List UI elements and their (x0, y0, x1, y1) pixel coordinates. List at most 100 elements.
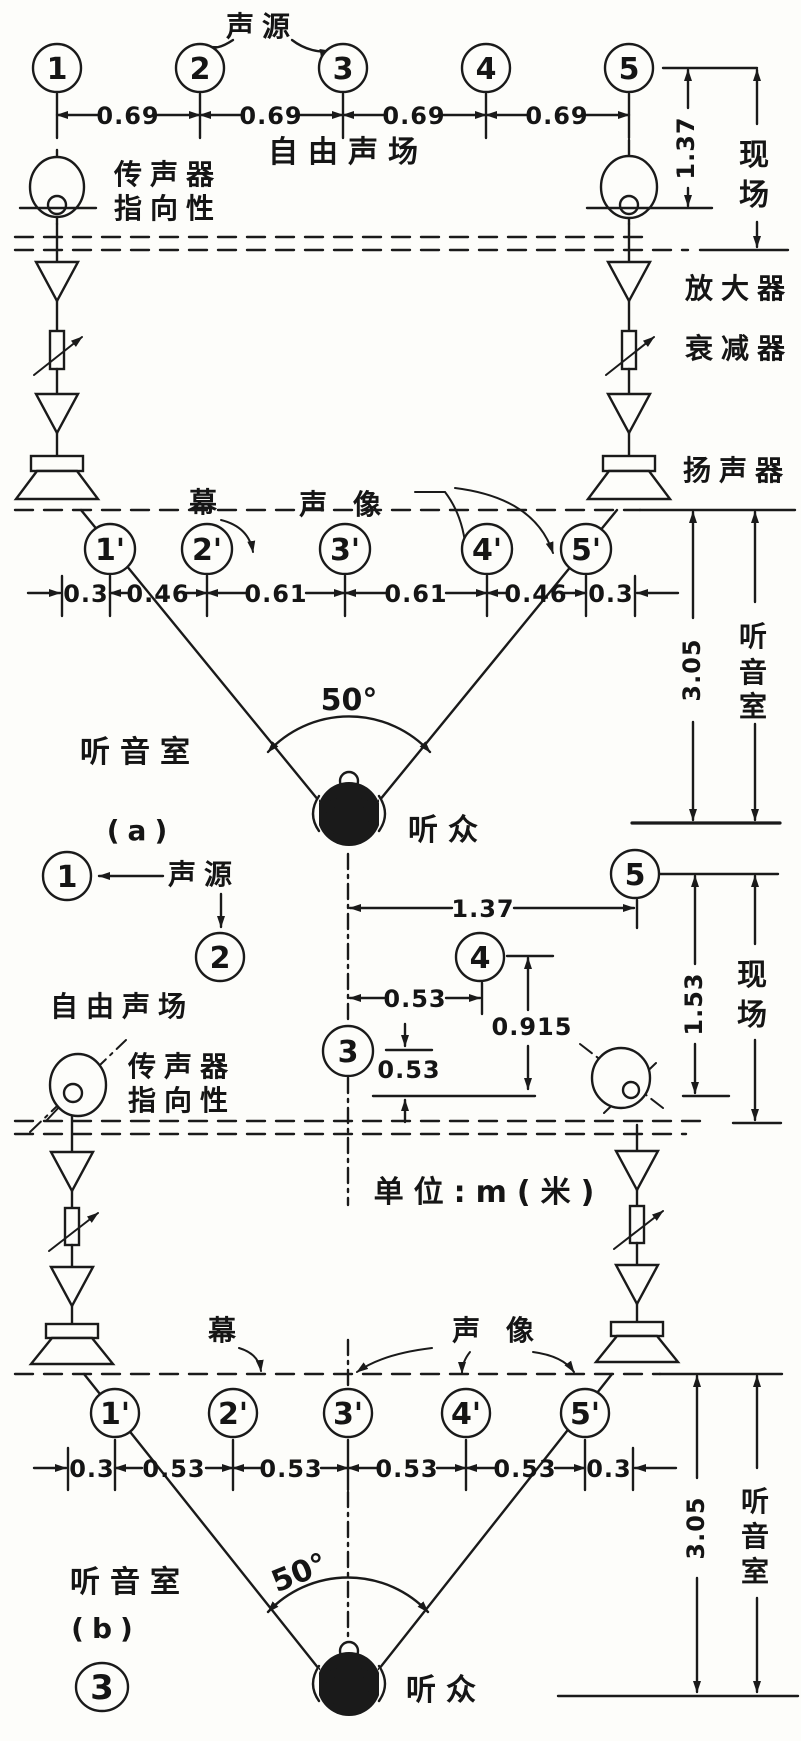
b-height-dimension: 1.53 (680, 874, 731, 1098)
b-chain-left (28, 1114, 116, 1366)
a-image-dimension: 0.3 0.46 0.61 0.61 0.46 0.3 (26, 574, 680, 618)
b-room-label: 听音室 (70, 1565, 190, 1600)
b-room-v-1: 听 (741, 1485, 777, 1518)
a-image-2: 2' (192, 533, 222, 568)
amplifier-icon (33, 260, 81, 304)
b-img-gap-5: 0.53 (493, 1455, 556, 1483)
amplifier-icon (605, 392, 653, 436)
b-image-label: 声 像 (452, 1314, 542, 1347)
amplifier-icon (613, 1263, 661, 1307)
b-width-dimension: 1.37 (348, 895, 639, 930)
b-image-pointer-3 (532, 1351, 575, 1373)
a-room-label: 听音室 (80, 735, 200, 770)
a-source-label: 声源 (226, 10, 298, 43)
b-img-gap-1: 0.3 (69, 1455, 115, 1483)
b-image-5: 5' (570, 1397, 600, 1432)
b-venue-marker: 现 场 (731, 874, 783, 1125)
a-mic-label-1: 传声器 (113, 158, 222, 191)
amplifier-icon (48, 1265, 96, 1309)
b-source-5: 5 (625, 858, 646, 893)
b-depth-dimension: 3.05 (682, 1374, 710, 1694)
loudspeaker-icon (28, 1322, 116, 1366)
b-tag: (b) (71, 1612, 141, 1645)
b-screen-label: 幕 (207, 1314, 244, 1347)
b-height: 1.53 (680, 972, 708, 1035)
b-source-3: 3 (338, 1035, 359, 1070)
b-room-v-2: 音 (741, 1520, 777, 1553)
b-room-marker: 听 音 室 (741, 1374, 777, 1694)
part-a: 声源 0.69 0.69 0.69 0.69 (13, 10, 797, 848)
a-venue-marker: 现 场 (698, 68, 790, 252)
a-source-2: 2 (190, 52, 211, 87)
b-source-circles: 1 2 3 4 5 (41, 848, 661, 1078)
a-img-gap-6: 0.3 (588, 580, 634, 608)
a-amp-label: 放大器 (684, 272, 793, 305)
a-room-v-2: 音 (739, 656, 775, 689)
a-source-3: 3 (333, 52, 354, 87)
a-mic-height: 1.37 (672, 116, 700, 179)
a-room-marker: 听 音 室 (739, 510, 775, 822)
b-source-2: 2 (210, 941, 231, 976)
a-depth: 3.05 (678, 638, 706, 701)
unit-note: 单位:m(米) (374, 1175, 605, 1210)
a-image-5: 5' (571, 533, 601, 568)
b-img-gap-2: 0.53 (142, 1455, 205, 1483)
a-image-3: 3' (330, 533, 360, 568)
a-image-circles: 1' 2' 3' 4' 5' (83, 522, 613, 576)
a-source-circles: 1 2 3 4 5 (31, 42, 655, 94)
a-gap-4: 0.69 (525, 102, 588, 130)
amplifier-icon (613, 1149, 661, 1193)
b-image-dimension: 0.3 0.53 0.53 0.53 0.53 0.3 (32, 1438, 678, 1492)
a-source-4: 4 (476, 52, 497, 87)
a-microphone-right (585, 138, 714, 226)
b-source-label: 声源 (168, 858, 240, 891)
b-dy: 0.915 (492, 1013, 573, 1041)
b-img-gap-3: 0.53 (259, 1455, 322, 1483)
a-free-field-label: 自由声场 (268, 135, 428, 170)
b-mic-label-1: 传声器 (127, 1050, 236, 1083)
b-image-circles: 1' 2' 3' 4' 5' (89, 1387, 611, 1439)
a-speaker-label: 扬声器 (683, 454, 791, 487)
a-img-gap-3: 0.61 (244, 580, 307, 608)
b-dz: 0.53 (377, 1056, 440, 1084)
b-image-1: 1' (100, 1397, 130, 1432)
b-source-1: 1 (57, 860, 78, 895)
b-image-pointer-2 (458, 1351, 471, 1374)
b-angle-arc (266, 1576, 430, 1614)
loudspeaker-icon (585, 454, 673, 501)
figure-number: 3 (90, 1668, 114, 1708)
b-free-field-label: 自由声场 (50, 990, 194, 1023)
amplifier-icon (48, 1150, 96, 1194)
a-listener-icon (311, 770, 387, 846)
b-listener-icon (311, 1640, 387, 1716)
a-img-gap-1: 0.3 (63, 580, 109, 608)
b-dz-dimension: 0.53 (371, 1022, 537, 1124)
b-image-4: 4' (451, 1397, 481, 1432)
a-room-v-3: 室 (739, 690, 775, 723)
b-mic-label-2: 指向性 (128, 1084, 236, 1117)
attenuator-icon (48, 329, 66, 371)
a-gap-2: 0.69 (239, 102, 302, 130)
b-depth: 3.05 (682, 1496, 710, 1559)
b-source-4: 4 (470, 941, 491, 976)
a-angle-label: 50° (321, 683, 378, 718)
a-img-gap-2: 0.46 (126, 580, 189, 608)
b-dx-dimension: 0.53 (348, 981, 484, 1016)
a-tag: (a) (107, 814, 176, 847)
b-angle-label: 50° (267, 1546, 333, 1600)
b-img-gap-6: 0.3 (586, 1455, 632, 1483)
a-chain-left (13, 222, 101, 501)
a-source-1: 1 (47, 52, 68, 87)
b-microphone-right (579, 1043, 664, 1114)
a-room-v-1: 听 (739, 620, 775, 653)
b-width: 1.37 (451, 895, 514, 923)
a-img-gap-5: 0.46 (504, 580, 567, 608)
a-microphone-left (18, 148, 98, 226)
a-chain-right (585, 222, 673, 501)
attenuator-icon (63, 1206, 81, 1247)
b-chain-right (593, 1123, 681, 1364)
part-b: 声源 1 2 3 4 5 1.37 1.53 (13, 848, 800, 1716)
figure-number-badge: 3 (74, 1661, 130, 1713)
a-gap-3: 0.69 (382, 102, 445, 130)
b-listener-label: 听众 (406, 1673, 486, 1708)
